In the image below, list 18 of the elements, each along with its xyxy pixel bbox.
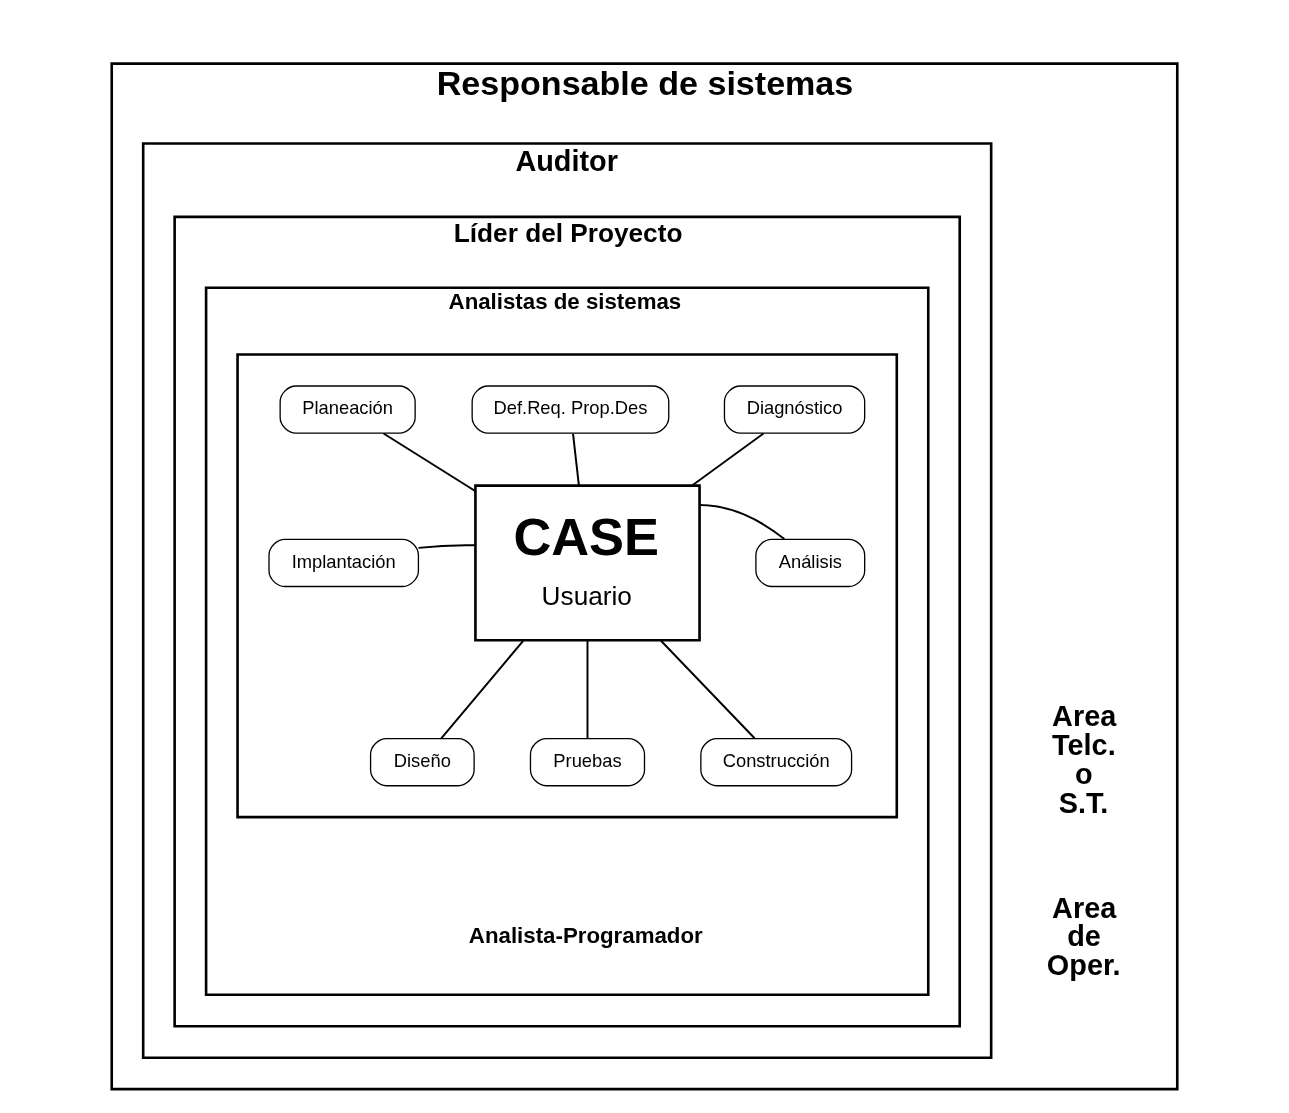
node-box: Planeación	[279, 385, 416, 434]
connector	[691, 432, 765, 487]
node-box: CASE Usuario	[474, 484, 701, 642]
node-box: Diagnóstico	[723, 385, 866, 434]
cluster	[236, 353, 899, 819]
node-box: Construcción	[700, 737, 853, 787]
node-box: Análisis	[755, 538, 866, 588]
node-box: Def.Req. Prop.Des	[471, 385, 670, 434]
connector	[417, 544, 477, 549]
node-box: Diseño	[369, 737, 475, 787]
connector	[382, 432, 477, 493]
connector	[586, 639, 589, 740]
connector	[660, 639, 756, 740]
node-box: Implantación	[268, 538, 420, 588]
node-box: Pruebas	[529, 737, 646, 787]
connector	[572, 432, 580, 487]
connector	[440, 639, 525, 740]
connector	[698, 503, 786, 541]
